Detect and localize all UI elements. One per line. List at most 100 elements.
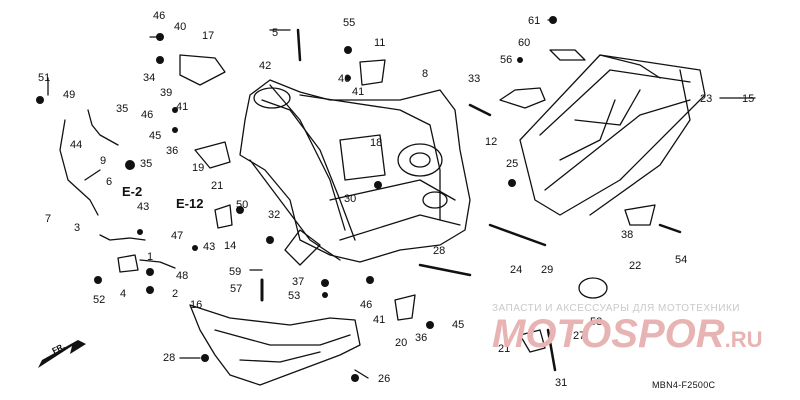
section-ref-e12[interactable]: E-12 xyxy=(176,196,204,211)
part-label: 38 xyxy=(621,229,634,241)
part-label: 24 xyxy=(510,264,523,276)
band-58 xyxy=(578,277,608,299)
part-label: 53 xyxy=(288,290,301,302)
part-label: 9 xyxy=(100,155,107,167)
part-label: 54 xyxy=(675,254,688,266)
part-label: 36 xyxy=(415,332,428,344)
part-label: 11 xyxy=(374,37,386,49)
part-label: 20 xyxy=(395,337,408,349)
part-label: 49 xyxy=(63,89,76,101)
bracket-20 xyxy=(394,294,416,321)
bolt-5 xyxy=(296,28,302,62)
bracket-11 xyxy=(359,59,386,86)
skid-plate xyxy=(189,304,361,386)
bracket-38 xyxy=(624,204,656,226)
front-direction: FR. xyxy=(38,342,86,364)
bolt-33 xyxy=(468,103,492,117)
clamp-4 xyxy=(117,254,139,273)
part-label: 8 xyxy=(422,68,429,80)
part-label: 4 xyxy=(120,288,127,300)
part-label: 23 xyxy=(700,93,713,105)
part-label: 46 xyxy=(360,299,373,311)
part-label: 45 xyxy=(452,319,465,331)
bolt-54 xyxy=(658,223,682,234)
section-ref-e2[interactable]: E-2 xyxy=(122,184,143,199)
part-label: 21 xyxy=(211,180,224,192)
part-label: 46 xyxy=(141,109,154,121)
part-label: 35 xyxy=(140,158,153,170)
part-label: 14 xyxy=(224,240,237,252)
bracket-19 xyxy=(194,141,231,169)
watermark-logo-tld: .RU xyxy=(724,327,763,352)
part-label: 32 xyxy=(268,209,281,221)
part-label: 48 xyxy=(176,270,189,282)
part-label: 33 xyxy=(468,73,481,85)
part-label: 26 xyxy=(378,373,391,385)
pipe-1 xyxy=(139,259,176,269)
bolt-31 xyxy=(546,328,557,372)
pipe-3 xyxy=(99,234,146,241)
part-label: 34 xyxy=(143,72,156,84)
part-label: 47 xyxy=(171,230,184,242)
part-label: 29 xyxy=(541,264,554,276)
part-label: 28 xyxy=(163,352,176,364)
breather-tube xyxy=(87,109,119,146)
part-label: 1 xyxy=(147,251,154,263)
part-label: 41 xyxy=(176,101,189,113)
part-label: 5 xyxy=(272,27,279,39)
part-label: 21 xyxy=(498,343,511,355)
part-label: 58 xyxy=(590,316,603,328)
part-label: 52 xyxy=(93,294,106,306)
part-label: 41 xyxy=(373,314,386,326)
part-label: 55 xyxy=(343,17,356,29)
part-label: 6 xyxy=(106,176,113,188)
bracket-60 xyxy=(549,49,586,61)
part-label: 16 xyxy=(190,299,203,311)
part-label: 17 xyxy=(202,30,215,42)
part-label: 61 xyxy=(528,15,541,27)
bracket-19b xyxy=(519,329,546,353)
diagram-code: MBN4-F2500C xyxy=(652,380,716,390)
part-label: 60 xyxy=(518,37,531,49)
part-label: 36 xyxy=(166,145,179,157)
part-label: 25 xyxy=(506,158,519,170)
part-label: 50 xyxy=(236,199,249,211)
part-label: 12 xyxy=(485,136,498,148)
part-label: 7 xyxy=(45,213,52,225)
front-label: FR. xyxy=(50,341,67,356)
part-label: 51 xyxy=(38,72,51,84)
part-label: 2 xyxy=(172,288,179,300)
part-label: 19 xyxy=(192,162,205,174)
bolt-29 xyxy=(488,223,547,247)
part-label: 27 xyxy=(573,330,586,342)
part-label: 31 xyxy=(555,377,568,389)
part-label: 56 xyxy=(500,54,513,66)
part-label: 39 xyxy=(160,87,173,99)
part-label: 37 xyxy=(292,276,305,288)
part-label: 46 xyxy=(153,10,166,22)
part-label: 43 xyxy=(203,241,216,253)
watermark-logo: MOTOSPOR.RU xyxy=(492,312,763,357)
part-label: 22 xyxy=(629,260,642,272)
rear-subframe xyxy=(519,54,706,216)
part-label: 57 xyxy=(230,283,243,295)
part-label: 3 xyxy=(74,222,81,234)
part-label: 28 xyxy=(433,245,446,257)
main-frame xyxy=(239,79,471,266)
part-label: 45 xyxy=(149,130,162,142)
front-arrow xyxy=(38,340,86,368)
bracket-14 xyxy=(214,204,233,229)
part-label: 43 xyxy=(137,201,150,213)
side-hose xyxy=(59,119,99,216)
part-label: 42 xyxy=(259,60,272,72)
part-label: 41 xyxy=(352,86,365,98)
watermark-text: ЗАПАСТИ И АКСЕССУАРЫ ДЛЯ МОТОТЕХНИКИ xyxy=(492,303,740,314)
part-label: 59 xyxy=(229,266,242,278)
part-label: 18 xyxy=(370,137,383,149)
part-label: 40 xyxy=(174,21,187,33)
part-label: 30 xyxy=(344,193,357,205)
part-label: 35 xyxy=(116,103,129,115)
part-label: 44 xyxy=(70,139,83,151)
